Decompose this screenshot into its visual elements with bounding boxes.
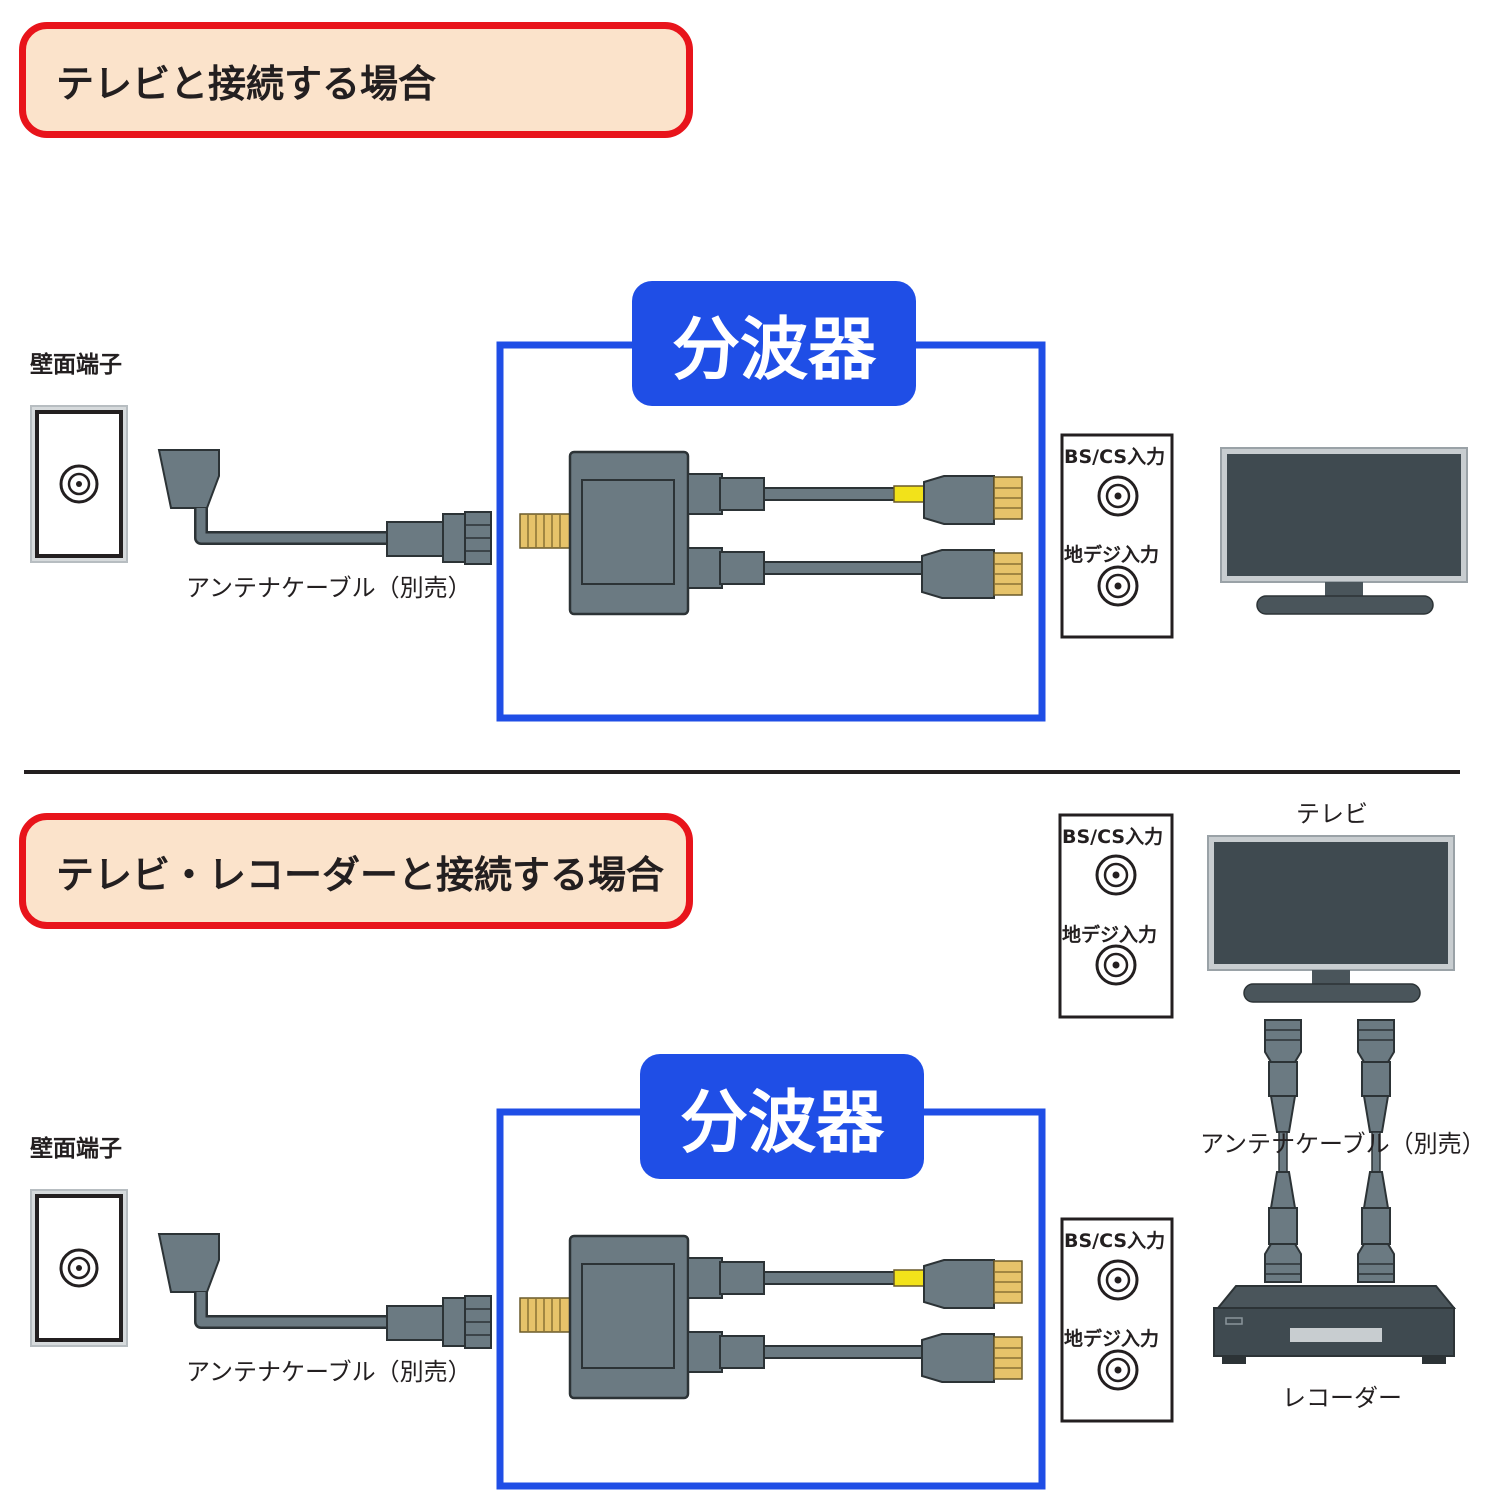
- antenna-cable-caption-1: アンテナケーブル（別売）: [186, 574, 472, 602]
- antenna-cable-caption-2: アンテナケーブル（別売）: [186, 1358, 472, 1386]
- wall-terminal-1: [29, 404, 129, 564]
- antenna-cable-2: [159, 1234, 491, 1348]
- wall-terminal-2: [29, 1188, 129, 1348]
- splitter-title-2: 分波器: [679, 1084, 884, 1163]
- tv-bs-cs-input-label: BS/CS入力: [1062, 826, 1164, 848]
- wall-terminal-label-1: 壁面端子: [30, 352, 122, 378]
- wall-terminal-label-2: 壁面端子: [30, 1136, 122, 1162]
- tv-label: テレビ: [1296, 800, 1368, 828]
- bs-cs-jack-icon: [1095, 854, 1137, 896]
- terrestrial-jack-icon: [1097, 565, 1139, 607]
- tv-icon: [1220, 447, 1468, 615]
- bs-cs-jack-icon: [1097, 475, 1139, 517]
- splitter-title-box-2: [640, 1054, 924, 1179]
- section1-heading-text: テレビと接続する場合: [56, 61, 437, 106]
- tv-terrestrial-input-label: 地デジ入力: [1062, 924, 1158, 946]
- recorder-cable-caption: アンテナケーブル（別売）: [1200, 1130, 1486, 1158]
- recorder-bs-cs-input-label: BS/CS入力: [1064, 1230, 1166, 1252]
- bs-cs-input-label-1: BS/CS入力: [1064, 446, 1166, 468]
- bs-cs-jack-icon: [1097, 1259, 1139, 1301]
- splitter-title-box-1: [632, 281, 916, 406]
- terrestrial-jack-icon: [1097, 1349, 1139, 1391]
- tv-icon: [1207, 835, 1455, 1003]
- splitter-title-1: 分波器: [671, 311, 876, 390]
- recorder-terrestrial-input-label: 地デジ入力: [1064, 1328, 1160, 1350]
- section-divider: [24, 770, 1460, 774]
- section1-heading: テレビと接続する場合: [19, 22, 693, 138]
- splitter-device-2: [520, 1236, 1022, 1398]
- terrestrial-input-label-1: 地デジ入力: [1064, 544, 1160, 566]
- terrestrial-jack-icon: [1095, 944, 1137, 986]
- antenna-cable-1: [159, 450, 491, 564]
- recorder-icon: [1213, 1285, 1457, 1364]
- splitter-device-1: [520, 452, 1022, 614]
- section2-heading-text: テレビ・レコーダーと接続する場合: [56, 852, 665, 897]
- section2-heading: テレビ・レコーダーと接続する場合: [19, 813, 693, 929]
- recorder-label: レコーダー: [1282, 1384, 1402, 1412]
